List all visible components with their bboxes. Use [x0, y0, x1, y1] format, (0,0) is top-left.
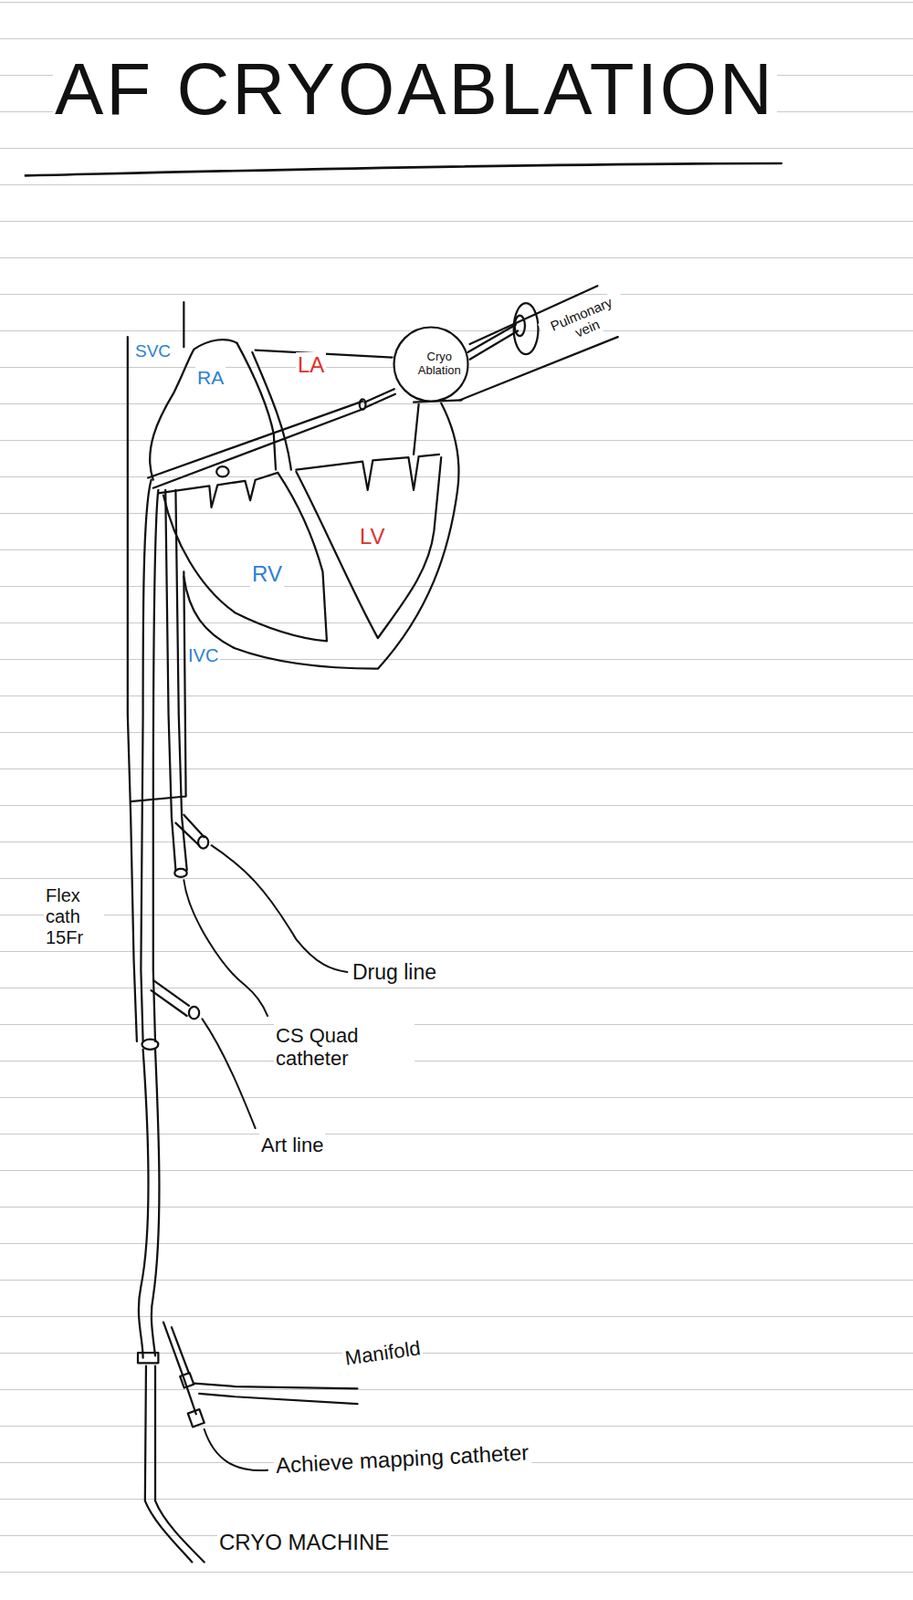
callout-label: Art line [259, 1133, 326, 1157]
callout-label: CRYO MACHINE [217, 1530, 391, 1556]
chamber-label: RV [250, 561, 284, 588]
chamber-label: LV [357, 524, 388, 550]
callout-label: CS Quad catheter [273, 1024, 415, 1071]
vessel-label: SVC [133, 341, 173, 362]
callout-label: Drug line [350, 960, 439, 985]
chamber-label: LA [295, 352, 326, 378]
node-text: Cryo Ablation [409, 350, 471, 378]
page-title: AF CRYOABLATION [52, 47, 777, 132]
chamber-label: RA [195, 367, 226, 389]
title-underline [25, 163, 782, 176]
vessel-label: IVC [186, 645, 221, 667]
callout-label: Flex cath 15Fr [43, 885, 105, 949]
cryo-balloon: Cryo Ablation [392, 325, 470, 403]
heart-outline [127, 285, 619, 1042]
leader-lines [183, 845, 347, 1471]
